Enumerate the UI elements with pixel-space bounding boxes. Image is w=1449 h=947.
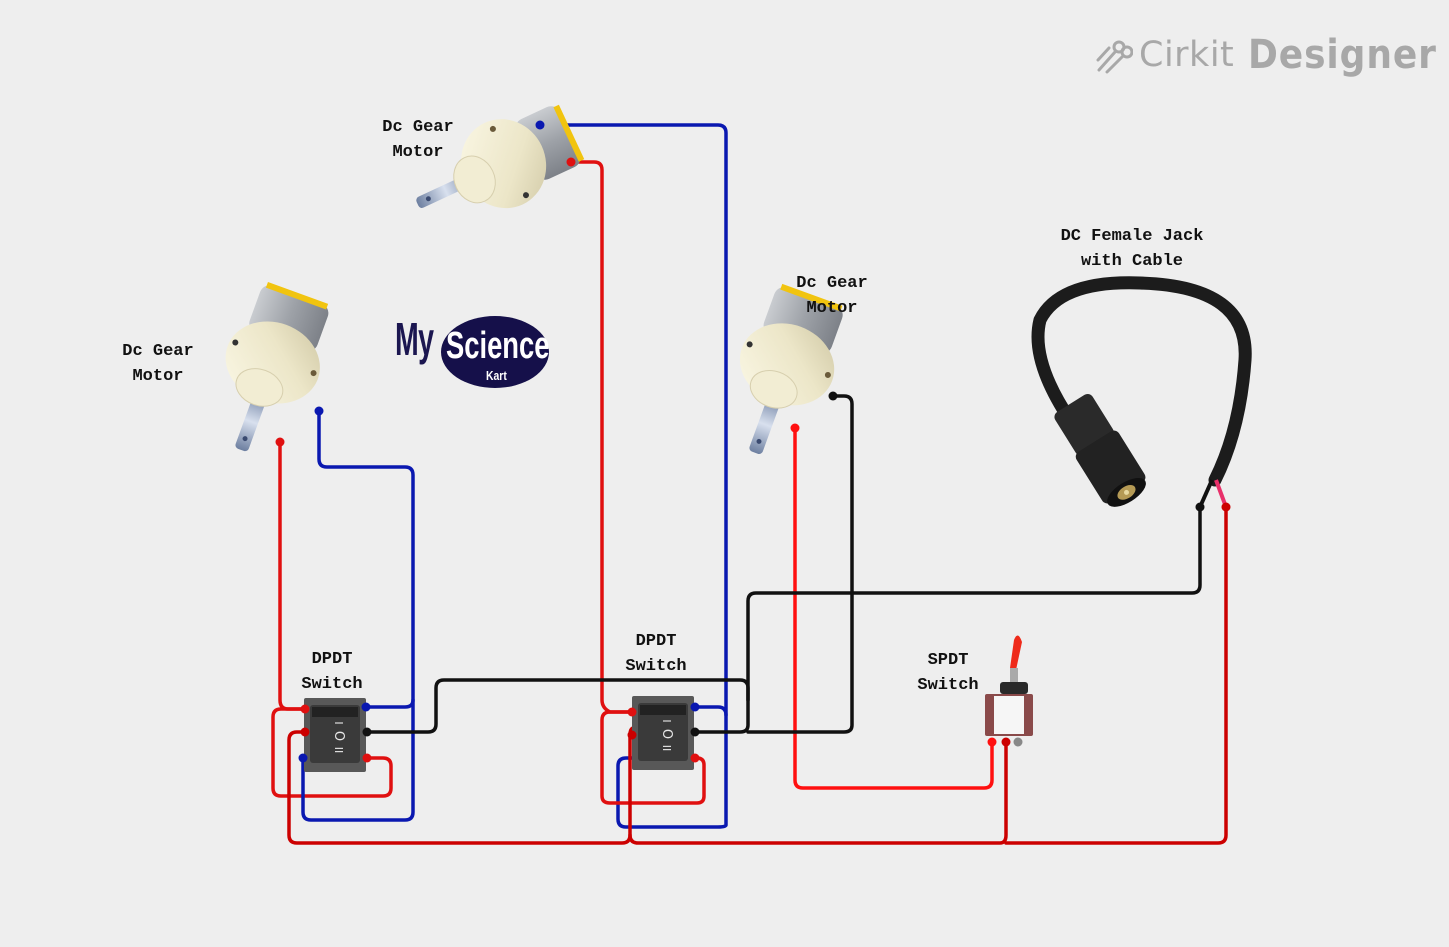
pins <box>275 120 1231 763</box>
pin[interactable] <box>1195 502 1205 512</box>
wire-red-left-loop <box>271 707 393 798</box>
dpdt-left-symbol-o: O <box>331 731 346 741</box>
wire-blue-left-motor <box>317 409 415 709</box>
dc-female-jack[interactable] <box>1031 276 1252 514</box>
pin[interactable] <box>300 704 310 714</box>
wire-red-mid-loop <box>600 710 706 805</box>
dpdt-left-symbol-ii: II <box>332 747 345 754</box>
dpdt-mid-symbol-ii: II <box>660 745 673 752</box>
label-motor-top: Dc Gear Motor <box>382 118 454 162</box>
wire-blue-mid-dpdt-top <box>693 705 728 717</box>
pin[interactable] <box>535 120 545 130</box>
pin[interactable] <box>361 702 371 712</box>
wire-black-right-motor <box>746 394 854 734</box>
pin[interactable] <box>314 406 324 416</box>
dpdt-mid-symbol-o: O <box>659 729 674 739</box>
pin[interactable] <box>790 423 800 433</box>
pin[interactable] <box>275 437 285 447</box>
pin[interactable] <box>627 730 637 740</box>
brand-suffix: Designer <box>1248 32 1438 78</box>
dc-gear-motor-right[interactable] <box>710 278 858 469</box>
pin[interactable] <box>690 727 700 737</box>
wire-red-bottom-bus-right <box>628 740 1008 845</box>
label-dc-jack: DC Female Jack with Cable <box>1060 227 1204 271</box>
logo-ellipse <box>441 316 549 388</box>
pin[interactable] <box>566 157 576 167</box>
dc-gear-motor-left[interactable] <box>196 277 343 467</box>
wire-red-jack <box>1004 505 1228 845</box>
logo-my: My <box>395 313 434 365</box>
dpdt-mid-symbol-i: I <box>660 719 673 722</box>
pin[interactable] <box>690 753 700 763</box>
pin[interactable] <box>1221 502 1231 512</box>
label-motor-left: Dc Gear Motor <box>122 342 194 386</box>
cirkit-logo-icon <box>1096 40 1133 74</box>
wire-red-right-motor <box>793 426 994 790</box>
label-spdt: SPDT Switch <box>917 651 979 695</box>
wire-blue-left-loop <box>301 698 415 822</box>
wire-red-top-motor <box>569 160 634 714</box>
dc-gear-motor-top[interactable] <box>398 91 590 244</box>
pin[interactable] <box>690 702 700 712</box>
brand-prefix: Cirkit <box>1139 35 1235 75</box>
logo-science: Science <box>446 325 550 367</box>
cirkit-designer-brand: Cirkit Designer <box>1095 30 1449 80</box>
label-dpdt-left: DPDT Switch <box>301 650 363 694</box>
wire-black-left-dpdt <box>365 678 750 734</box>
pin[interactable] <box>987 737 997 747</box>
pin[interactable] <box>1013 737 1023 747</box>
logo-kart: Kart <box>486 368 507 383</box>
pin[interactable] <box>298 753 308 763</box>
myscience-kart-logo: My Science Kart <box>395 312 555 392</box>
dpdt-switch-left[interactable]: I O II <box>304 698 366 772</box>
pin[interactable] <box>300 727 310 737</box>
pin[interactable] <box>362 727 372 737</box>
spdt-toggle-switch[interactable] <box>985 635 1033 736</box>
pin[interactable] <box>828 391 838 401</box>
wire-black-mid-dpdt-jack <box>746 506 1202 702</box>
toggle-lever[interactable] <box>1010 635 1022 670</box>
label-dpdt-middle: DPDT Switch <box>625 632 687 676</box>
pin[interactable] <box>1001 737 1011 747</box>
pin[interactable] <box>627 707 637 717</box>
dpdt-switch-middle[interactable]: I O II <box>632 696 694 770</box>
dpdt-left-symbol-i: I <box>332 721 345 724</box>
wire-blue-top-motor <box>538 123 728 829</box>
pin[interactable] <box>362 753 372 763</box>
label-motor-right: Dc Gear Motor <box>796 274 868 318</box>
